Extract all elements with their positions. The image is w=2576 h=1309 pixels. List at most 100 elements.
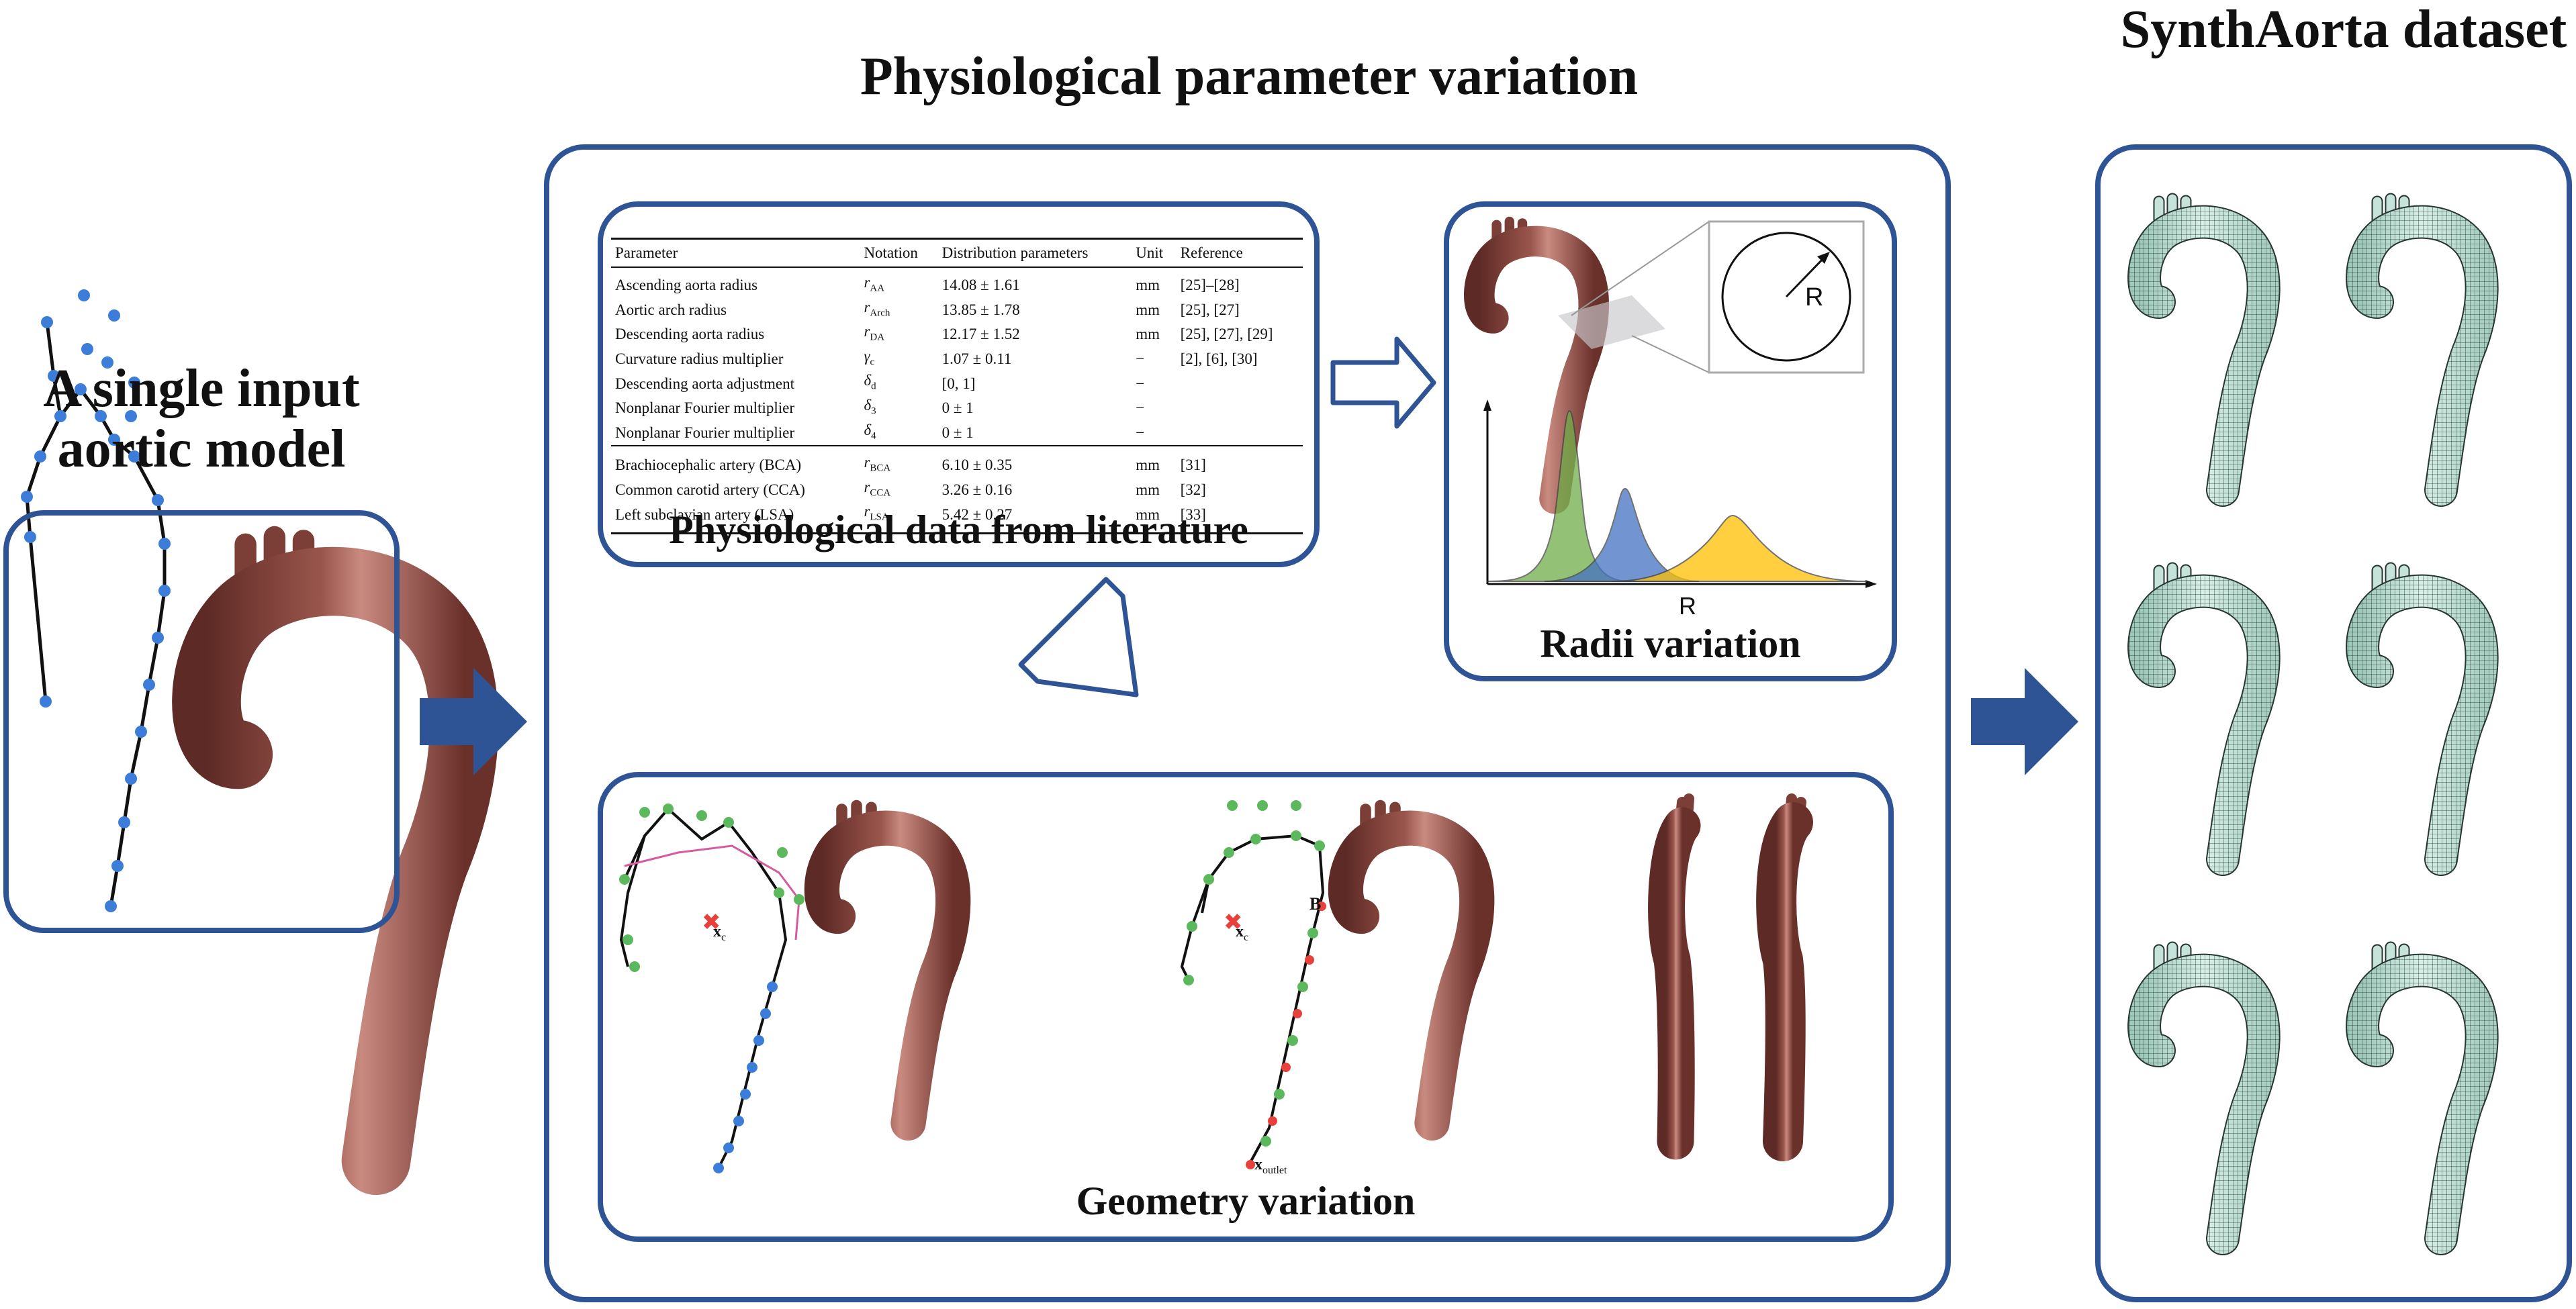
geometry-panel <box>598 772 1894 1242</box>
cross-section-plane <box>1558 295 1665 349</box>
table-cell: Aortic arch radius <box>615 301 727 318</box>
table-row: Nonplanar Fourier multiplier δ4 0 ± 1 − <box>611 421 1303 446</box>
table-row: Aortic arch radius rArch 13.85 ± 1.78 mm [25… <box>611 298 1303 323</box>
table-cell: rArch <box>864 298 890 319</box>
input-box <box>3 510 400 933</box>
table-cell: [25], [27] <box>1180 301 1240 318</box>
distribution-curve <box>1611 514 1868 582</box>
geometry-skeleton-left: ✖ xc <box>619 804 804 1173</box>
outline-arrow-right-icon <box>1330 336 1436 429</box>
table-row: Ascending aorta radius rAA 14.08 ± 1.61 mm [… <box>611 267 1303 298</box>
table-cell <box>1177 421 1303 446</box>
table-cell: − <box>1136 399 1145 417</box>
table-cell: [0, 1] <box>941 375 976 392</box>
circle-inset <box>1708 220 1865 374</box>
middle-title: Physiological parameter variation <box>860 47 1639 106</box>
table-cell: [25], [27], [29] <box>1180 326 1273 343</box>
table-cell: [2], [6], [30] <box>1180 350 1258 368</box>
table-cell: [25]–[28] <box>1180 277 1240 294</box>
radius-label: R <box>1805 283 1823 311</box>
table-cell: Descending aorta radius <box>615 326 765 343</box>
dataset-title: SynthAorta dataset <box>2120 0 2567 59</box>
table-cell: Brachiocephalic artery (BCA) <box>611 445 860 478</box>
table-header: Notation <box>860 238 938 268</box>
table-cell: mm <box>1132 502 1177 534</box>
center-marker-icon: ✖ <box>702 910 721 935</box>
table-cell: mm <box>1132 445 1177 478</box>
input-title: A single input aortic model <box>43 359 360 479</box>
table-header: Unit <box>1132 238 1177 268</box>
radius-axis-label: R <box>1679 592 1696 620</box>
literature-label: Physiological data from literature <box>669 507 1248 552</box>
table-cell: 6.10 ± 0.35 <box>937 445 1132 478</box>
center-label: xc <box>713 923 726 943</box>
table-cell: [32] <box>1180 481 1206 499</box>
table-cell: Nonplanar Fourier multiplier <box>615 424 794 441</box>
table-header: Parameter <box>611 238 860 268</box>
table-cell: rBCA <box>860 445 938 478</box>
table-cell: 13.85 ± 1.78 <box>941 301 1020 318</box>
table-header: Distribution parameters <box>937 238 1132 268</box>
arrow-right-icon <box>420 668 527 775</box>
table-row: Curvature radius multiplier γc 1.07 ± 0.11… <box>611 347 1303 372</box>
table-cell: rAA <box>864 274 885 294</box>
table-cell: rCCA <box>864 478 891 499</box>
table-cell: mm <box>1136 481 1160 499</box>
table-row: Descending aorta adjustment δd [0, 1] − <box>611 371 1303 396</box>
point-b-label: B <box>1309 894 1321 914</box>
radii-panel <box>1444 201 1897 681</box>
table-cell: Ascending aorta radius <box>615 277 758 294</box>
parameter-variation-box <box>544 144 1951 1302</box>
table-cell: Descending aorta adjustment <box>615 375 794 392</box>
table-cell: 3.26 ± 0.16 <box>941 481 1013 499</box>
arrow-right-icon <box>1971 668 2078 775</box>
table-cell: 0 ± 1 <box>941 399 974 417</box>
geometry-label: Geometry variation <box>1076 1179 1416 1223</box>
table-row: Common carotid artery (CCA) rCCA 3.26 ± 0.… <box>611 478 1303 503</box>
distribution-curve <box>1544 487 1700 582</box>
geometry-aorta-front-1 <box>1648 793 1701 1160</box>
table-cell: 12.17 ± 1.52 <box>941 326 1020 343</box>
table-cell: mm <box>1136 301 1160 318</box>
outline-arrow-down-icon <box>1018 577 1139 697</box>
table-cell: [33] <box>1176 502 1303 534</box>
dataset-box <box>2095 144 2572 1302</box>
table-cell: δ4 <box>864 421 876 442</box>
radii-label: Radii variation <box>1540 622 1801 666</box>
table-cell: rLSA <box>860 502 938 534</box>
table-cell: mm <box>1136 277 1160 294</box>
table-cell: mm <box>1136 326 1160 343</box>
parameter-table: Parameter Notation Distribution paramete… <box>611 238 1303 534</box>
input-skeleton <box>21 289 171 912</box>
geometry-aorta-front-2 <box>1756 793 1813 1161</box>
table-cell <box>1177 396 1303 421</box>
radii-distribution-plot: R <box>1483 399 1877 620</box>
table-cell: Left subclavian artery (LSA) <box>611 502 860 534</box>
outlet-label: xoutlet <box>1254 1156 1287 1176</box>
table-row: Nonplanar Fourier multiplier δ3 0 ± 1 − <box>611 396 1303 421</box>
table-cell: 0 ± 1 <box>941 424 974 441</box>
table-cell: Common carotid artery (CCA) <box>615 481 805 499</box>
table-cell: δd <box>864 372 876 392</box>
geometry-skeleton-right: ✖ xc B xoutlet <box>1180 800 1326 1176</box>
table-cell: Curvature radius multiplier <box>615 350 784 368</box>
table-cell: γc <box>864 347 875 368</box>
literature-panel <box>598 201 1320 567</box>
table-cell: Nonplanar Fourier multiplier <box>615 399 794 417</box>
table-cell: [31] <box>1176 445 1303 478</box>
table-cell: − <box>1136 350 1145 368</box>
table-cell: − <box>1136 424 1145 441</box>
table-cell: rDA <box>864 323 885 343</box>
table-cell: − <box>1136 375 1145 392</box>
table-cell: 14.08 ± 1.61 <box>941 277 1020 294</box>
table-cell: δ3 <box>864 396 876 417</box>
table-header: Reference <box>1176 238 1303 268</box>
center-marker-icon: ✖ <box>1224 910 1243 935</box>
table-cell: 5.42 ± 0.27 <box>937 502 1132 534</box>
table-row: Descending aorta radius rDA 12.17 ± 1.52 mm… <box>611 322 1303 347</box>
table-cell: 1.07 ± 0.11 <box>941 350 1012 368</box>
table-cell <box>1177 371 1303 396</box>
